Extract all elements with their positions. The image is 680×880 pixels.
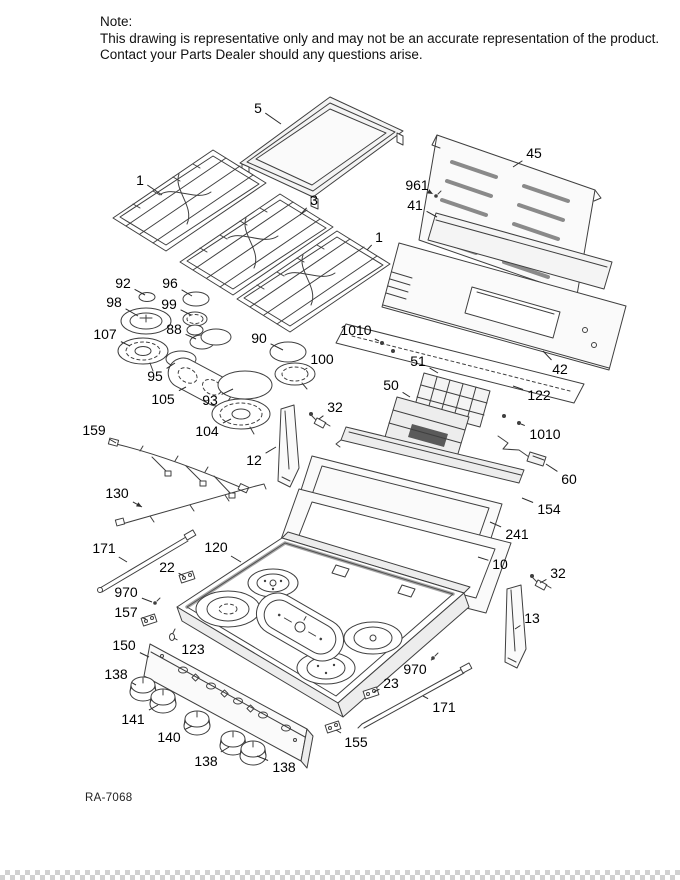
callout-123: 123: [181, 641, 205, 657]
callout-50: 50: [383, 377, 399, 393]
wire-harness-159: [107, 437, 250, 499]
callout-107: 107: [93, 326, 117, 342]
tube-171-left: [97, 529, 197, 593]
note-title: Note:: [100, 14, 133, 29]
callout-98: 98: [106, 294, 122, 310]
callout-154: 154: [537, 501, 561, 517]
callout-93: 93: [202, 392, 218, 408]
callout-159: 159: [82, 422, 106, 438]
callout-105: 105: [151, 391, 175, 407]
callout-100: 100: [310, 351, 334, 367]
callout-32: 32: [550, 565, 566, 581]
callout-970: 970: [114, 584, 138, 600]
control-knob: [183, 710, 211, 736]
transparency-checker-strip: [0, 870, 680, 880]
note-line-1: This drawing is representative only and …: [100, 30, 660, 46]
callout-140: 140: [157, 729, 181, 745]
callout-12: 12: [246, 452, 262, 468]
callout-1010: 1010: [340, 322, 372, 338]
callout-99: 99: [161, 296, 177, 312]
backguard-trim: [427, 212, 613, 290]
callout-88: 88: [166, 321, 182, 337]
side-trim-13: [504, 584, 527, 669]
callout-150: 150: [112, 637, 136, 653]
callout-970: 970: [403, 661, 427, 677]
callout-104: 104: [195, 423, 219, 439]
callout-157: 157: [114, 604, 138, 620]
tube-171-bottom: [357, 662, 473, 729]
callout-171: 171: [432, 699, 456, 715]
callout-171: 171: [92, 540, 116, 556]
callout-138: 138: [194, 753, 218, 769]
screw-123: [169, 628, 176, 641]
callout-95: 95: [147, 368, 163, 384]
screw-970-left: [152, 597, 161, 606]
callout-5: 5: [254, 100, 262, 116]
callout-60: 60: [561, 471, 577, 487]
callout-138: 138: [272, 759, 296, 775]
callout-130: 130: [105, 485, 129, 501]
cooktop-main: [176, 531, 471, 718]
callout-141: 141: [121, 711, 145, 727]
callout-96: 96: [162, 275, 178, 291]
clip-157: [140, 613, 158, 627]
glass-strip: [335, 323, 585, 404]
callout-122: 122: [527, 387, 551, 403]
note: Note: This drawing is representative onl…: [100, 14, 659, 64]
callout-120: 120: [204, 539, 228, 555]
trim-154: [335, 426, 525, 484]
callout-1010: 1010: [529, 426, 561, 442]
callout-90: 90: [251, 330, 267, 346]
callout-92: 92: [115, 275, 131, 291]
knob-rail: [143, 643, 314, 769]
callout-42: 42: [552, 361, 568, 377]
callout-45: 45: [526, 145, 542, 161]
callout-23: 23: [383, 675, 399, 691]
callout-41: 41: [407, 197, 423, 213]
control-knob: [239, 740, 267, 766]
callout-51: 51: [410, 353, 426, 369]
callout-155: 155: [344, 734, 368, 750]
drawing-number: RA-7068: [85, 792, 133, 804]
burner-parts-cluster: [117, 291, 316, 435]
callout-138: 138: [104, 666, 128, 682]
callout-13: 13: [524, 610, 540, 626]
note-line-2: Contact your Parts Dealer should any que…: [100, 47, 423, 62]
screw-970-right: [430, 652, 439, 661]
wire-harness-130: [114, 483, 267, 527]
callout-1: 1: [375, 229, 383, 245]
control-knob: [149, 688, 177, 714]
side-trim-12: [277, 404, 300, 488]
bracket-32-right: [529, 573, 552, 591]
screws-1010: [380, 341, 521, 425]
wire-60: [497, 435, 547, 467]
callout-10: 10: [492, 556, 508, 572]
control-panel: [381, 242, 627, 371]
callout-32: 32: [327, 399, 343, 415]
callout-1: 1: [136, 172, 144, 188]
clip-22: [178, 570, 196, 584]
callout-3: 3: [310, 192, 318, 208]
griddle-part: [239, 96, 404, 210]
callout-961: 961: [405, 177, 429, 193]
callout-22: 22: [159, 559, 175, 575]
leader-line-layer: [108, 112, 558, 761]
callout-241: 241: [505, 526, 529, 542]
